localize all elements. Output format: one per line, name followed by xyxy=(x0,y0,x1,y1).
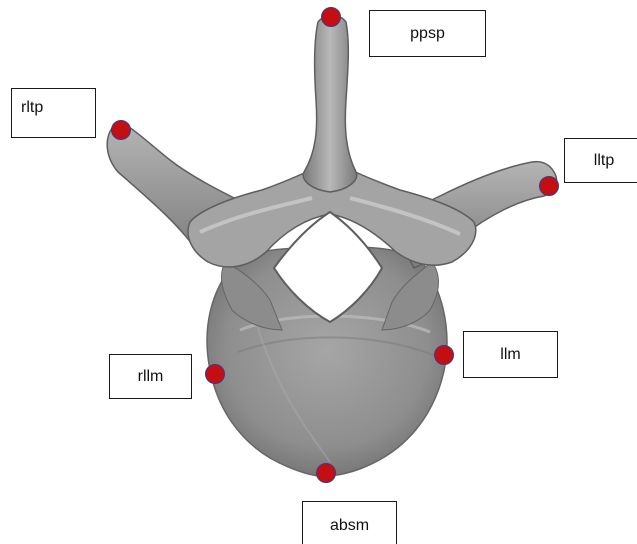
landmark-rllm-dot xyxy=(205,364,225,384)
label-ppsp: ppsp xyxy=(369,10,486,57)
label-llm: llm xyxy=(463,331,558,378)
label-rltp: rltp xyxy=(11,88,96,138)
landmark-rltp-dot xyxy=(111,120,131,140)
label-lltp: lltp xyxy=(564,138,637,183)
landmark-absm-dot xyxy=(316,463,336,483)
spinous-process xyxy=(303,15,357,192)
label-rllm: rllm xyxy=(109,354,192,399)
landmark-lltp-dot xyxy=(539,176,559,196)
label-absm: absm xyxy=(302,501,397,544)
landmark-llm-dot xyxy=(434,345,454,365)
landmark-ppsp-dot xyxy=(321,7,341,27)
